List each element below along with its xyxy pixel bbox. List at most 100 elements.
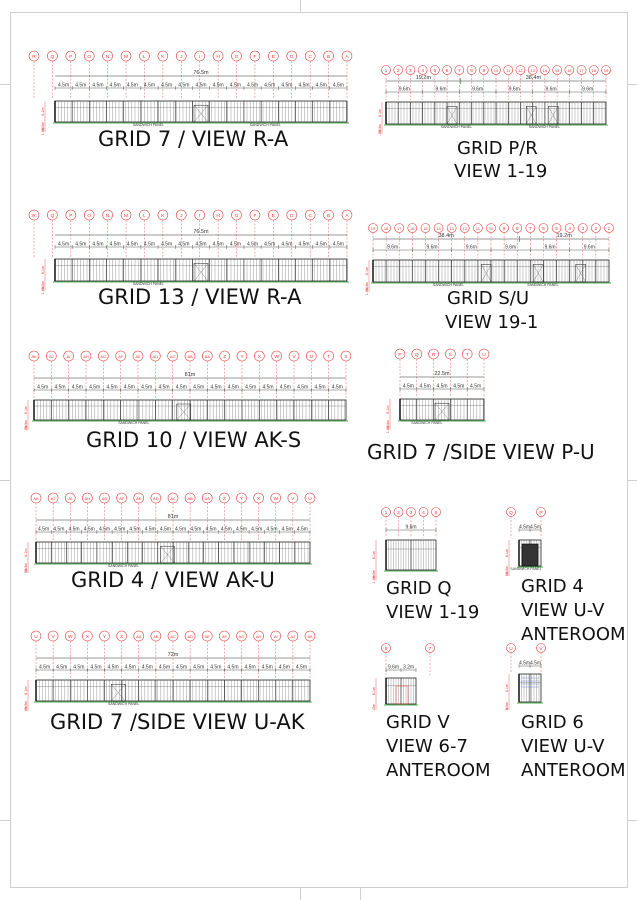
grid-bubble <box>231 209 242 221</box>
segment-dimension-label: 4.5m <box>530 661 541 667</box>
segment-dimension-label: 4.5m <box>142 665 153 671</box>
grid-bubble <box>30 630 42 642</box>
grid-bubble-label: Y <box>240 354 244 360</box>
view-title-line: VIEW 6-7 <box>386 736 468 757</box>
grid-bubble-label: 6 <box>446 68 449 74</box>
grid-bubble-label: AD <box>153 354 159 359</box>
wall-outline <box>399 398 485 421</box>
grid-bubble <box>167 350 178 362</box>
grid-bubble-label: X <box>258 354 262 360</box>
grid-bubble-label: M <box>124 54 128 60</box>
segment-dimension-label: 4.5m <box>129 527 140 533</box>
segment-dimension-label: 4.5m <box>92 83 103 89</box>
grid-bubble-label: I <box>199 54 200 60</box>
segment-dimension-label: 4.5m <box>403 384 414 390</box>
grid-bubble-label: 9 <box>503 226 506 232</box>
segment-dimension-label: 4.5m <box>332 385 343 391</box>
view-title-line: GRID S/U <box>447 288 530 309</box>
grid-bubble <box>405 65 416 75</box>
grid-bubble-label: AJ <box>51 496 56 501</box>
segment-dimension-label: 4.5m <box>530 525 541 531</box>
door-cross <box>526 106 537 125</box>
grid-bubble <box>604 223 614 233</box>
grid-bubble <box>381 65 391 75</box>
grid-bubble <box>536 507 546 517</box>
segment-dimension-label: 9.6m <box>509 87 520 93</box>
grid-bubble <box>538 223 549 233</box>
door-cross <box>481 264 492 283</box>
view-title-line: ANTEROOM <box>386 760 491 781</box>
segment-dimension-label: 4.5m <box>127 242 138 248</box>
grid-bubble-label: V <box>539 646 543 652</box>
segment-dimension-label: 4.5m <box>470 384 481 390</box>
grid-bubble-label: 19 <box>604 68 609 73</box>
grid-bubble <box>478 348 490 360</box>
material-note: SANDWICH PANEL <box>527 283 558 287</box>
grid-bubble <box>268 209 279 221</box>
grid-bubble <box>381 643 391 653</box>
grid-bubble <box>394 223 405 233</box>
grid-bubble-label: G <box>235 213 239 219</box>
grid-bubble-label: U <box>509 646 513 652</box>
grid-bubble <box>202 350 213 362</box>
segment-dimension-label: 4.5m <box>92 242 103 248</box>
grid-bubble-label: AF <box>119 496 125 501</box>
grid-bubble-label: Y <box>103 634 107 640</box>
grid-bubble <box>268 50 279 62</box>
grid-bubble-label: V <box>52 634 56 640</box>
grid-bubble-label: 2 <box>397 510 400 516</box>
overall-dimension-label: 19.2m <box>416 75 432 81</box>
grid-bubble <box>236 630 247 642</box>
grid-bubble-label: 15 <box>555 68 560 73</box>
grid-bubble-label: T <box>466 352 469 358</box>
segment-dimension-label: 4.5m <box>190 527 201 533</box>
grid-bubble-label: 19 <box>371 226 376 231</box>
grid-bubble-label: U <box>482 352 486 358</box>
segment-dimension-label: 4.5m <box>108 665 119 671</box>
grid-bubble-label: T <box>327 354 330 360</box>
grid-bubble-label: H <box>216 54 220 60</box>
grid-bubble-label: 18 <box>592 68 597 73</box>
grid-bubble <box>150 350 161 362</box>
segment-dimension-label: 4.5m <box>281 83 292 89</box>
grid-bubble <box>406 507 416 517</box>
grid-bubble-label: AE <box>205 634 211 639</box>
segment-dimension-label: 9.6m <box>472 87 483 93</box>
segment-dimension-label: 4.5m <box>114 527 125 533</box>
grid-bubble-label: Z <box>223 354 226 360</box>
height-dimension-label: 6.1m <box>41 266 45 274</box>
segment-dimension-label: 4.5m <box>56 665 67 671</box>
height-dimension-label: 0.3m <box>24 563 28 571</box>
grid-bubble-label: X <box>86 634 90 640</box>
segment-dimension-label: 4.5m <box>333 83 344 89</box>
height-dimension-label: 6.1m <box>372 687 376 695</box>
grid-bubble <box>249 50 261 62</box>
segment-dimension-label: 4.5m <box>297 385 308 391</box>
segment-dimension-label: 4.5m <box>159 665 170 671</box>
door-cross <box>446 106 458 125</box>
segment-dimension-label: 4.5m <box>176 665 187 671</box>
grid-bubble <box>288 350 300 362</box>
door-cross <box>533 264 544 283</box>
grid-bubble <box>167 630 179 642</box>
grid-bubble <box>253 492 264 504</box>
grid-bubble-label: M <box>124 213 128 219</box>
grid-bubble-label: F <box>253 54 256 60</box>
grid-bubble-label: AI <box>67 354 71 359</box>
view-title-line: GRID V <box>386 712 450 733</box>
grid-bubble <box>394 348 406 360</box>
grid-bubble <box>139 209 150 221</box>
door-cross <box>193 105 209 123</box>
frame-tick <box>360 888 361 900</box>
segment-dimension-label: 4.5m <box>236 527 247 533</box>
grid-bubble <box>102 209 113 221</box>
frame-tick <box>300 888 301 900</box>
view-title-line: VIEW 1-19 <box>454 161 548 182</box>
segment-dimension-label: 4.5m <box>193 385 204 391</box>
grid-bubble <box>304 630 316 642</box>
door-frame <box>525 106 537 125</box>
height-dimension-label: 1.8m <box>505 571 509 576</box>
grid-bubble-label: Q <box>509 510 513 516</box>
